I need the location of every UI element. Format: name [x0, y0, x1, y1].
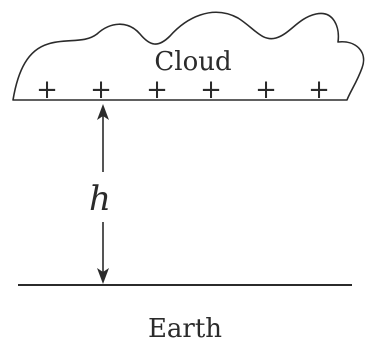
charge-sign: +	[90, 75, 112, 105]
height-label: h	[89, 179, 111, 219]
charge-sign: +	[36, 75, 58, 105]
charge-sign: +	[255, 75, 277, 105]
charge-sign: +	[146, 75, 168, 105]
cloud-label: Cloud	[154, 47, 231, 77]
earth-label: Earth	[148, 314, 222, 344]
height-arrow-up-head	[97, 104, 109, 120]
height-arrow-down-head	[97, 268, 109, 284]
charge-sign: +	[200, 75, 222, 105]
cloud-outline	[12, 11, 365, 101]
charge-row: + + + + + +	[36, 75, 330, 105]
charge-sign: +	[308, 75, 330, 105]
height-arrow	[97, 104, 109, 284]
